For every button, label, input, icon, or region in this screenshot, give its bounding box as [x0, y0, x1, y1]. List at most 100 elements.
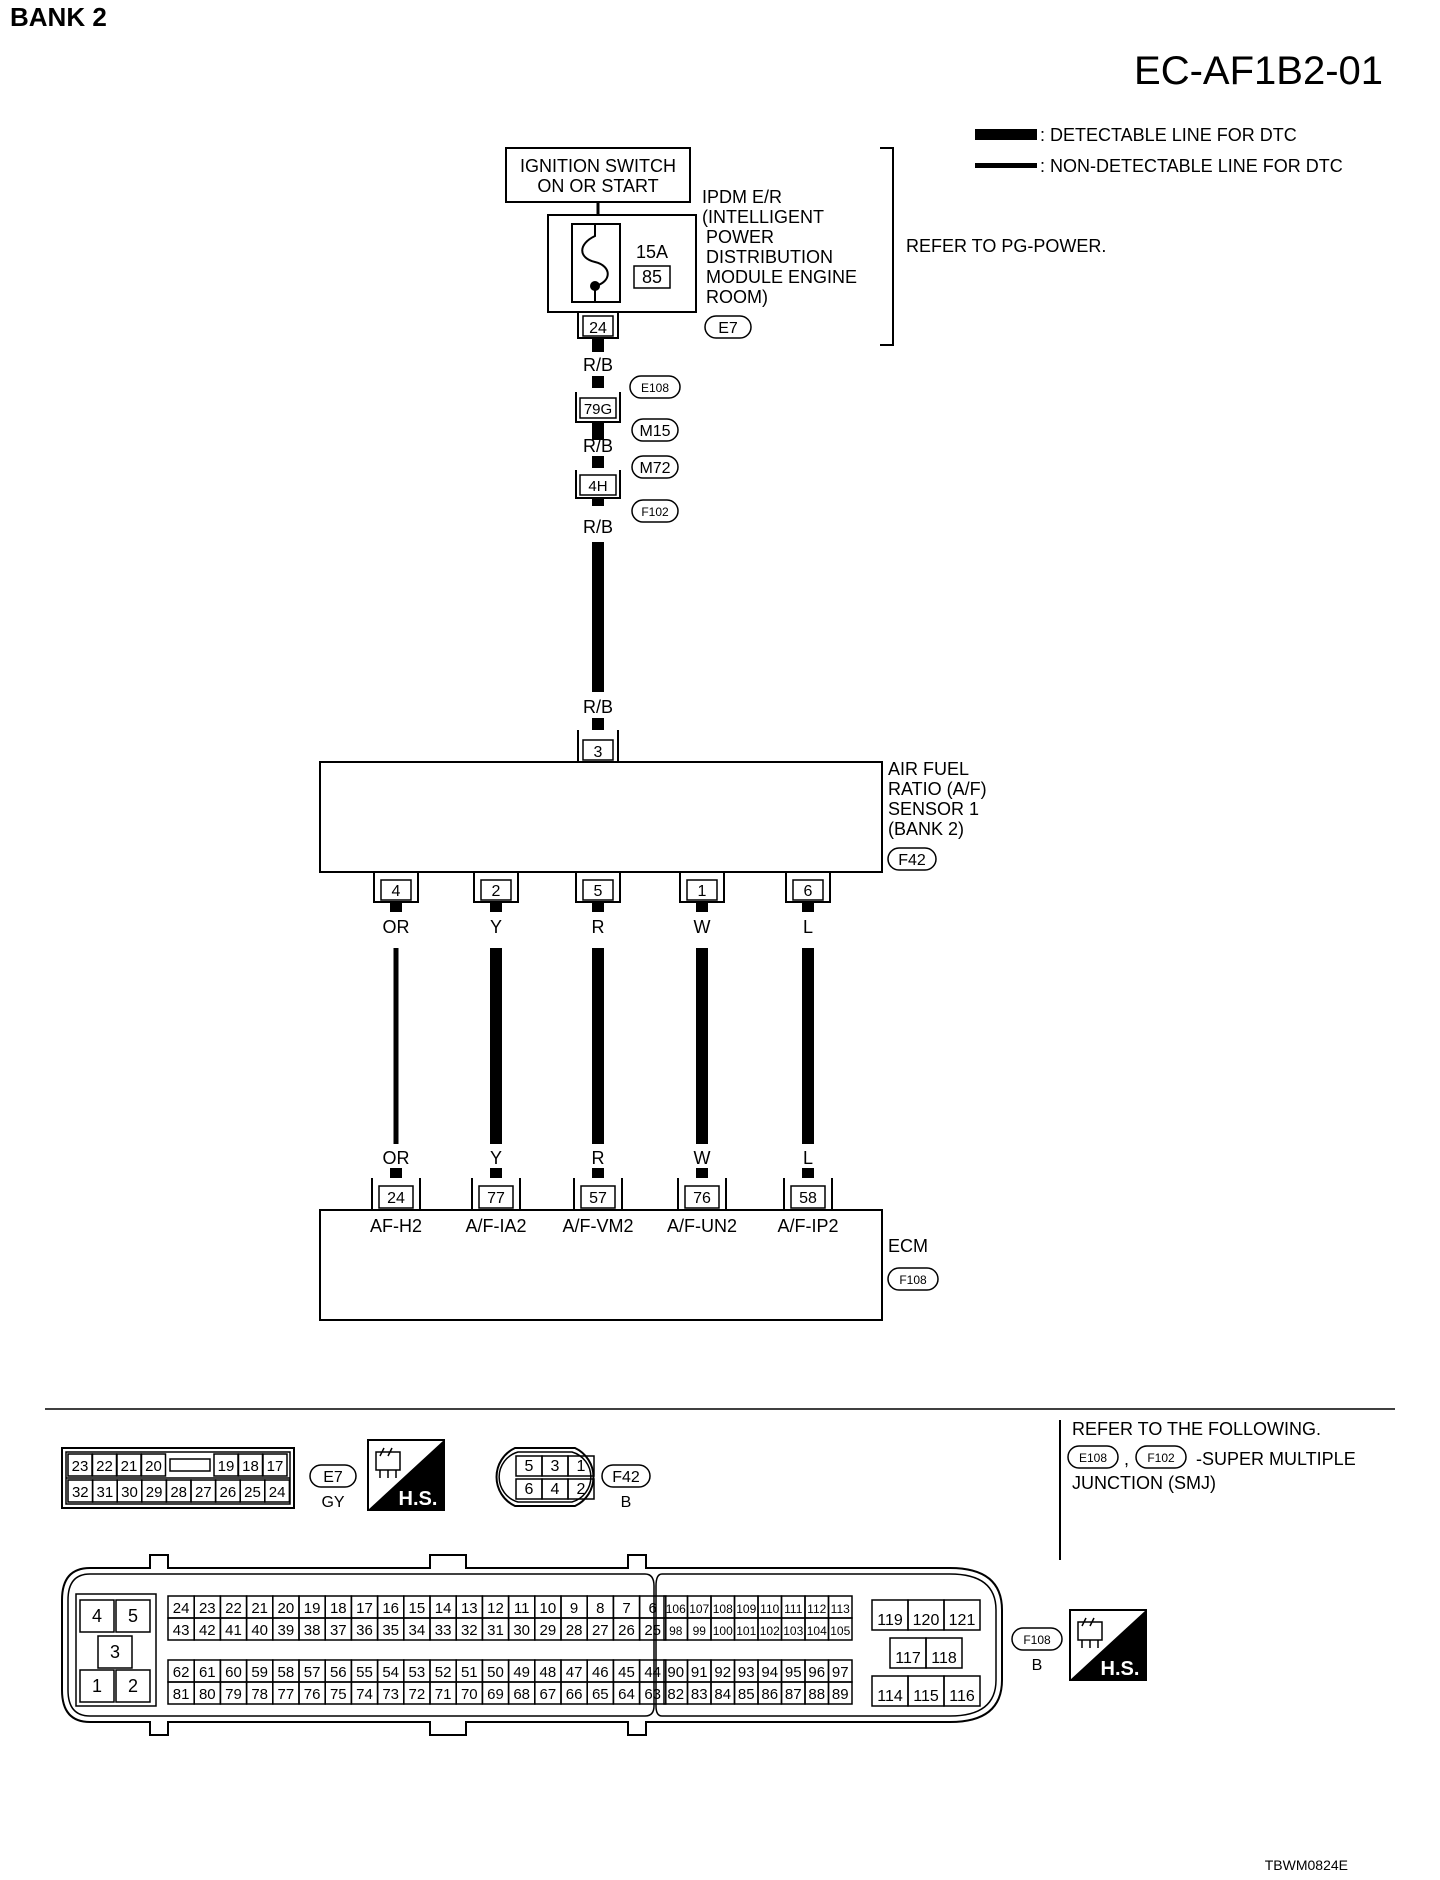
f108-pin-cell: 2: [115, 1669, 151, 1703]
f108-pin-cell: 64: [612, 1681, 641, 1705]
svg-text:1: 1: [92, 1676, 102, 1696]
svg-text:F108: F108: [1023, 1633, 1051, 1647]
svg-text:MODULE ENGINE: MODULE ENGINE: [706, 267, 857, 287]
ecm-pin: 58: [799, 1190, 817, 1207]
f108-pin-cell: 67: [534, 1681, 562, 1705]
harness-side-icon-e7: H.S.: [367, 1439, 445, 1511]
svg-text:30: 30: [513, 1622, 530, 1639]
svg-text:30: 30: [121, 1484, 138, 1501]
svg-text:20: 20: [278, 1600, 295, 1617]
fuse-number: 85: [642, 267, 662, 287]
f108-pin-cell: 19: [298, 1595, 326, 1619]
svg-text:3: 3: [110, 1642, 120, 1662]
wire-color-label: OR: [383, 917, 410, 937]
e7-pin-cell: 28: [165, 1479, 192, 1503]
svg-text:108: 108: [713, 1602, 733, 1616]
svg-text:6: 6: [525, 1481, 534, 1498]
svg-text:23: 23: [72, 1458, 89, 1475]
f108-pin-cell: 9: [560, 1595, 588, 1619]
f108-pin-cell: 111: [780, 1595, 806, 1619]
f108-pin-cell: 20: [272, 1595, 300, 1619]
f108-pin-cell: 3: [97, 1635, 133, 1669]
detectable-line: [802, 948, 814, 1144]
sensor-wires: 4OROR24AF-H22YY77A/F-IA25RR57A/F-VM21WW7…: [370, 872, 839, 1236]
f108-pin-cell: 57: [298, 1659, 326, 1683]
svg-text:28: 28: [170, 1484, 187, 1501]
svg-text:113: 113: [831, 1602, 850, 1616]
ipdm-terminal: 24: [577, 312, 619, 339]
legend-non-detectable-label: : NON-DETECTABLE LINE FOR DTC: [1040, 156, 1343, 176]
svg-text:REFER TO THE FOLLOWING.: REFER TO THE FOLLOWING.: [1072, 1419, 1321, 1439]
wire-color-label: Y: [490, 917, 502, 937]
svg-text:9: 9: [570, 1600, 578, 1617]
f108-pin-cell: 77: [272, 1681, 300, 1705]
ecm-signal-name: A/F-IA2: [465, 1216, 526, 1236]
svg-text:112: 112: [807, 1602, 826, 1616]
svg-text:R/B: R/B: [583, 697, 613, 717]
svg-text:31: 31: [487, 1622, 504, 1639]
svg-text:98: 98: [669, 1624, 683, 1638]
svg-text:21: 21: [121, 1458, 138, 1475]
f108-pin-cell: 117: [889, 1637, 927, 1669]
f108-pin-cell: 83: [686, 1681, 712, 1705]
non-detectable-line: [393, 948, 399, 1144]
svg-text:18: 18: [242, 1458, 259, 1475]
svg-text:87: 87: [785, 1686, 802, 1703]
svg-text:96: 96: [808, 1664, 825, 1681]
svg-text:61: 61: [199, 1664, 216, 1681]
e7-pin-cell: 20: [140, 1453, 167, 1477]
svg-text:3: 3: [551, 1458, 560, 1475]
svg-text:26: 26: [220, 1484, 237, 1501]
f108-pin-cell: 18: [324, 1595, 353, 1619]
svg-text:72: 72: [409, 1686, 426, 1703]
f108-pin-cell: 34: [403, 1617, 431, 1641]
f108-pin-cell: 69: [481, 1681, 510, 1705]
ecm-pin: 57: [589, 1190, 607, 1207]
f108-pin-cell: 119: [871, 1599, 909, 1631]
svg-text:,: ,: [1124, 1449, 1129, 1469]
connector-badge-f42-face: F42 B: [601, 1464, 651, 1511]
svg-text:7: 7: [622, 1600, 630, 1617]
f108-pin-cell: 93: [733, 1659, 759, 1683]
svg-text:69: 69: [487, 1686, 504, 1703]
svg-text:110: 110: [760, 1602, 779, 1616]
svg-text:28: 28: [566, 1622, 583, 1639]
svg-text:44: 44: [644, 1664, 661, 1681]
ignition-switch: IGNITION SWITCH ON OR START: [505, 147, 691, 203]
svg-text:64: 64: [618, 1686, 635, 1703]
svg-text:F102: F102: [641, 505, 669, 519]
f108-pin-cell: 7: [612, 1595, 641, 1619]
svg-text:21: 21: [251, 1600, 268, 1617]
f108-pin-cell: 120: [907, 1599, 945, 1631]
connector-badge-f42: F42: [887, 847, 937, 871]
refer-bracket: [880, 147, 894, 346]
wire-color-label: R/B: [583, 355, 613, 375]
svg-text:17: 17: [356, 1600, 373, 1617]
f108-pin-cell: 24: [167, 1595, 195, 1619]
f108-pin-cell: 11: [507, 1595, 536, 1619]
connector-badge-e7-face: E7 GY: [309, 1464, 357, 1511]
f108-pin-cell: 43: [167, 1617, 195, 1641]
svg-text:79: 79: [225, 1686, 242, 1703]
svg-text:M15: M15: [639, 423, 670, 440]
sensor-pin: 5: [594, 883, 603, 900]
svg-text:19: 19: [304, 1600, 321, 1617]
f108-pin-cell: 30: [507, 1617, 536, 1641]
e7-pin-cell: [169, 1458, 211, 1472]
power-wire: R/B 79G R/B 4H R/B R/B: [575, 338, 621, 730]
svg-text:63: 63: [644, 1686, 661, 1703]
svg-text:102: 102: [760, 1624, 780, 1638]
connector-badge-m15: M15: [631, 418, 679, 442]
svg-text:53: 53: [409, 1664, 426, 1681]
svg-text:38: 38: [304, 1622, 321, 1639]
svg-text:39: 39: [278, 1622, 295, 1639]
svg-text:E108: E108: [1079, 1451, 1107, 1465]
af-sensor-top-terminal: 3: [577, 730, 619, 763]
f108-pin-cell: 58: [272, 1659, 300, 1683]
detectable-line: [696, 948, 708, 1144]
f108-pin-cell: 45: [612, 1659, 641, 1683]
f108-pin-cell: 98: [663, 1617, 689, 1641]
e7-pin-cell: 21: [116, 1453, 142, 1477]
svg-text:57: 57: [304, 1664, 321, 1681]
legend: : DETECTABLE LINE FOR DTC : NON-DETECTAB…: [975, 125, 1343, 176]
